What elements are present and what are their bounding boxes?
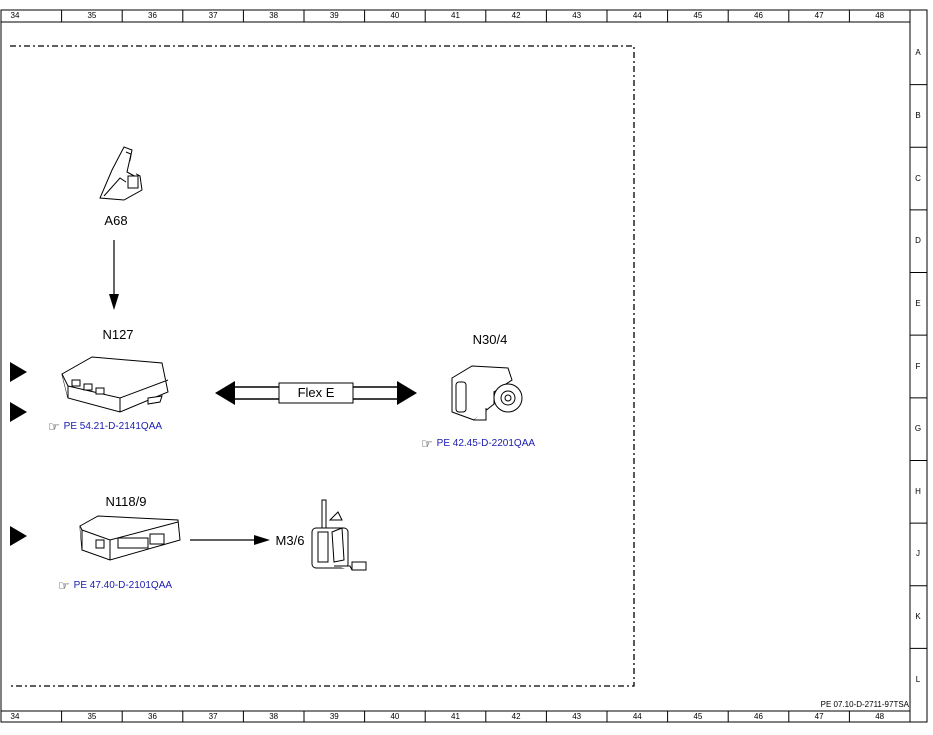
signal-arrow-a68-n127 — [109, 240, 119, 310]
pedal-sensor-icon — [99, 146, 143, 201]
ref-text-n30-4: PE 42.45-D-2201QAA — [436, 438, 536, 449]
column-label-top: 35 — [87, 11, 97, 20]
label-m3-6: M3/6 — [275, 533, 305, 548]
row-label: L — [915, 674, 921, 684]
column-label-top: 40 — [390, 11, 400, 20]
column-label-bottom: 45 — [693, 712, 703, 721]
column-label-bottom: 47 — [814, 712, 824, 721]
row-label: J — [916, 549, 920, 559]
input-arrow-2 — [10, 402, 27, 422]
column-label-top: 41 — [451, 11, 460, 20]
column-label-top: 47 — [814, 11, 824, 20]
flexray-bus — [215, 381, 417, 405]
ref-text-n118-9: PE 47.40-D-2101QAA — [73, 580, 173, 591]
column-label-top: 39 — [329, 11, 339, 20]
row-label: E — [915, 298, 921, 308]
column-label-bottom: 40 — [390, 712, 400, 721]
pointing-hand-icon: ☞ — [48, 418, 60, 434]
column-label-bottom: 35 — [87, 712, 97, 721]
column-label-top: 36 — [148, 11, 157, 20]
ref-link-n127[interactable]: ☞ PE 54.21-D-2141QAA — [48, 418, 163, 434]
row-label: F — [915, 361, 921, 371]
fuel-pump-m3-6-icon — [311, 499, 367, 571]
column-label-bottom: 42 — [511, 712, 521, 721]
row-label: B — [915, 110, 921, 120]
column-label-bottom: 36 — [148, 712, 157, 721]
row-label: H — [915, 486, 921, 496]
column-label-bottom: 41 — [451, 712, 460, 721]
row-label: A — [915, 48, 921, 58]
column-label-top: 46 — [754, 11, 763, 20]
column-label-top: 37 — [208, 11, 218, 20]
column-label-bottom: 44 — [632, 712, 642, 721]
label-a68: A68 — [104, 213, 128, 228]
row-label: G — [914, 424, 922, 434]
input-arrow-3 — [10, 526, 27, 546]
signal-arrow-n118-9-m3-6 — [190, 535, 270, 545]
column-label-top: 44 — [632, 11, 642, 20]
column-label-bottom: 38 — [269, 712, 279, 721]
label-n30-4: N30/4 — [472, 332, 508, 347]
ref-link-n30-4[interactable]: ☞ PE 42.45-D-2201QAA — [421, 435, 536, 451]
row-label: K — [915, 612, 921, 622]
column-label-top: 48 — [875, 11, 885, 20]
ref-text-n127: PE 54.21-D-2141QAA — [63, 421, 163, 432]
column-label-bottom: 46 — [754, 712, 763, 721]
area-boundary — [10, 45, 635, 687]
column-label-top: 43 — [572, 11, 582, 20]
label-n127: N127 — [102, 327, 134, 342]
pointing-hand-icon: ☞ — [421, 435, 433, 451]
pointing-hand-icon: ☞ — [58, 577, 70, 593]
column-label-top: 34 — [10, 11, 20, 20]
input-arrow-1 — [10, 362, 27, 382]
column-label-top: 42 — [511, 11, 521, 20]
column-label-bottom: 48 — [875, 712, 885, 721]
row-label: D — [915, 236, 921, 246]
control-unit-n118-9-icon — [79, 515, 181, 561]
column-label-bottom: 37 — [208, 712, 218, 721]
outer-frame — [0, 9, 928, 723]
control-unit-n127-icon — [61, 356, 169, 413]
row-ruler — [910, 84, 927, 649]
column-label-bottom: 34 — [10, 712, 20, 721]
label-flex-e: Flex E — [297, 385, 335, 400]
ref-link-n118-9[interactable]: ☞ PE 47.40-D-2101QAA — [58, 577, 173, 593]
column-ruler — [61, 10, 850, 722]
row-label: C — [915, 173, 921, 183]
column-label-bottom: 43 — [572, 712, 582, 721]
document-id: PE 07.10-D-2711-97TSA — [820, 700, 909, 709]
column-label-bottom: 39 — [329, 712, 339, 721]
label-n118-9: N118/9 — [105, 494, 147, 509]
column-label-top: 45 — [693, 11, 703, 20]
column-label-top: 38 — [269, 11, 279, 20]
esp-unit-n30-4-icon — [451, 365, 523, 421]
